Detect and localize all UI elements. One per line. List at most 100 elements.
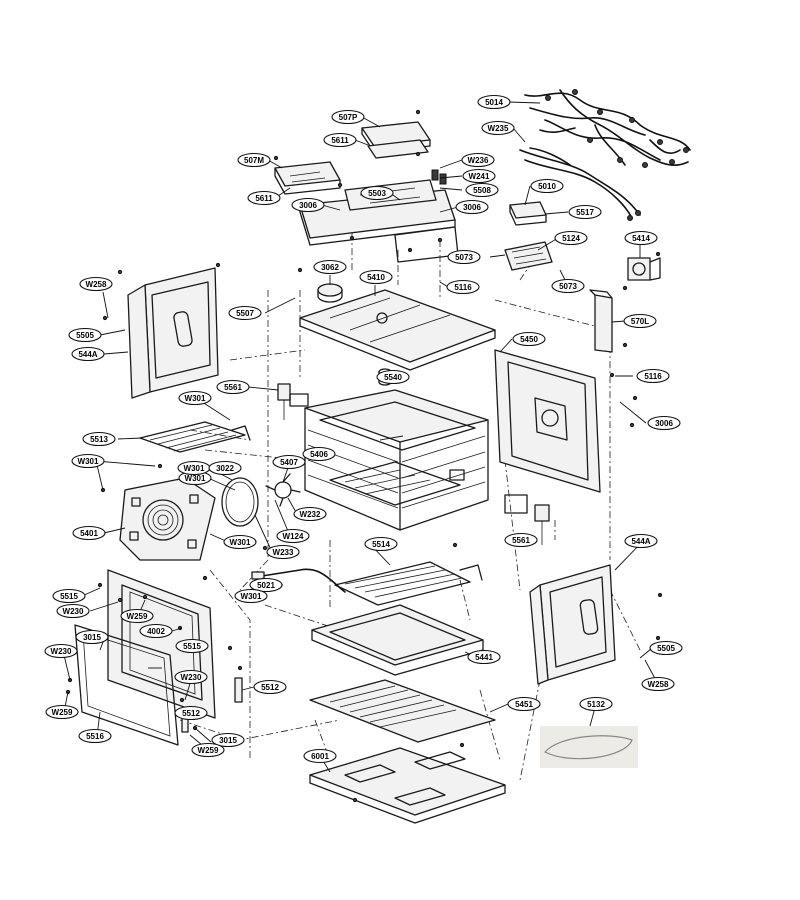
callout-outline bbox=[234, 588, 268, 604]
callout-outline bbox=[624, 533, 658, 549]
left-side-panel-part bbox=[127, 267, 219, 399]
callout-w124: W124 bbox=[283, 532, 304, 541]
callout-5512: 5512 bbox=[182, 709, 200, 718]
callout-bubble: W232 bbox=[293, 506, 327, 522]
callout-5540: 5540 bbox=[384, 373, 402, 382]
callout-bubble: 5073 bbox=[551, 278, 585, 294]
callout-bubble: 5073 bbox=[447, 249, 481, 265]
callout-bubble: 5401 bbox=[72, 525, 106, 541]
callout-outline bbox=[249, 577, 283, 593]
callout-bubble: W258 bbox=[641, 676, 675, 692]
callout-5401: 5401 bbox=[80, 529, 98, 538]
callout-outline bbox=[253, 679, 287, 695]
callout-bubble: W301 bbox=[178, 390, 212, 406]
door-lock-motor-part bbox=[627, 257, 661, 281]
callout-bubble: 5561 bbox=[504, 532, 538, 548]
callout-bubble: 5407 bbox=[272, 454, 306, 470]
callout-bubble: 5514 bbox=[364, 536, 398, 552]
callout-outline bbox=[174, 669, 208, 685]
callout-bubble: 3022 bbox=[208, 460, 242, 476]
callout-5073: 5073 bbox=[559, 282, 577, 291]
callout-outline bbox=[71, 346, 105, 362]
callout-4002: 4002 bbox=[147, 627, 165, 636]
bottom-panel-part bbox=[309, 679, 496, 743]
callout-outline bbox=[56, 603, 90, 619]
callout-5517: 5517 bbox=[576, 208, 594, 217]
callout-5116: 5116 bbox=[644, 372, 662, 381]
callout-outline bbox=[641, 676, 675, 692]
callout-bubble: 6001 bbox=[303, 748, 337, 764]
callout-outline bbox=[623, 313, 657, 329]
callout-outline bbox=[313, 259, 347, 275]
callout-outline bbox=[293, 506, 327, 522]
callout-bubble: W235 bbox=[481, 120, 515, 136]
callout-bubble: 3006 bbox=[647, 415, 681, 431]
callout-bubble: 5124 bbox=[554, 230, 588, 246]
callout-outline bbox=[647, 415, 681, 431]
callout-outline bbox=[364, 536, 398, 552]
callout-bubble: 5414 bbox=[624, 230, 658, 246]
callout-bubble: 5512 bbox=[253, 679, 287, 695]
callout-5515: 5515 bbox=[183, 642, 201, 651]
callout-5508: 5508 bbox=[473, 186, 491, 195]
callout-outline bbox=[461, 152, 495, 168]
latch-bracket-part bbox=[589, 289, 613, 353]
callout-5116: 5116 bbox=[454, 283, 472, 292]
callout-bubble: W301 bbox=[223, 534, 257, 550]
callout-bubble: 5450 bbox=[512, 331, 546, 347]
callout-bubble: 5410 bbox=[359, 269, 393, 285]
callout-bubble: W301 bbox=[71, 453, 105, 469]
callout-outline bbox=[68, 327, 102, 343]
callout-5124: 5124 bbox=[562, 234, 580, 243]
callout-outline bbox=[223, 534, 257, 550]
callout-outline bbox=[178, 390, 212, 406]
callout-3022: 3022 bbox=[216, 464, 234, 473]
callout-bubble: 5505 bbox=[68, 327, 102, 343]
callout-5441: 5441 bbox=[475, 653, 493, 662]
callout-w235: W235 bbox=[488, 124, 509, 133]
callout-outline bbox=[208, 460, 242, 476]
callout-bubble: 3006 bbox=[291, 197, 325, 213]
callout-3006: 3006 bbox=[299, 201, 317, 210]
callout-outline bbox=[624, 230, 658, 246]
callout-5561: 5561 bbox=[224, 383, 242, 392]
callout-outline bbox=[247, 190, 281, 206]
callout-outline bbox=[82, 431, 116, 447]
callout-bubble: 3015 bbox=[211, 732, 245, 748]
callout-5515: 5515 bbox=[60, 592, 78, 601]
callout-outline bbox=[465, 182, 499, 198]
callout-outline bbox=[303, 748, 337, 764]
callout-5516: 5516 bbox=[86, 732, 104, 741]
callout-w301: W301 bbox=[184, 464, 205, 473]
callout-bubble: 5515 bbox=[175, 638, 209, 654]
callout-5414: 5414 bbox=[632, 234, 650, 243]
callout-5513: 5513 bbox=[90, 435, 108, 444]
callout-5507: 5507 bbox=[236, 309, 254, 318]
right-side-panel-part bbox=[529, 564, 616, 685]
callout-outline bbox=[276, 528, 310, 544]
callout-bubble: 5406 bbox=[302, 446, 336, 462]
callout-bubble: 5014 bbox=[477, 94, 511, 110]
callout-bubble: 5507 bbox=[228, 305, 262, 321]
callout-5073: 5073 bbox=[455, 253, 473, 262]
callout-outline bbox=[447, 249, 481, 265]
callout-5450: 5450 bbox=[520, 335, 538, 344]
callout-w301: W301 bbox=[185, 394, 206, 403]
callout-outline bbox=[139, 623, 173, 639]
callout-bubble: 544A bbox=[624, 533, 658, 549]
top-cavity-panel-part bbox=[299, 289, 496, 371]
callout-5505: 5505 bbox=[657, 644, 675, 653]
callout-bubble: 5503 bbox=[360, 185, 394, 201]
callout-w259: W259 bbox=[198, 746, 219, 755]
callout-outline bbox=[75, 629, 109, 645]
callout-5407: 5407 bbox=[280, 458, 298, 467]
callout-outline bbox=[191, 742, 225, 758]
callout-outline bbox=[331, 109, 365, 125]
callout-outline bbox=[376, 369, 410, 385]
callout-bubble: 5561 bbox=[216, 379, 250, 395]
callout-5132: 5132 bbox=[587, 700, 605, 709]
rear-panel-part bbox=[494, 349, 601, 493]
control-board-part bbox=[361, 121, 431, 159]
callout-5406: 5406 bbox=[310, 450, 328, 459]
